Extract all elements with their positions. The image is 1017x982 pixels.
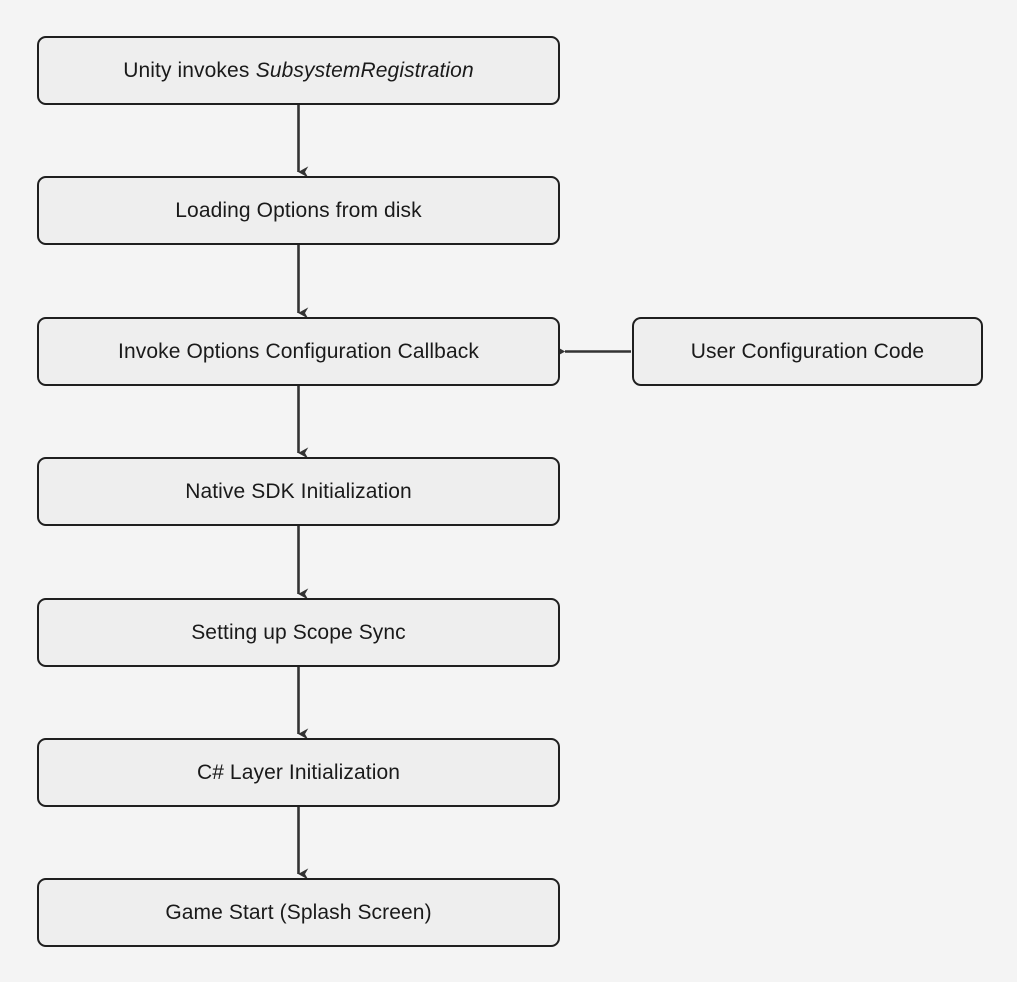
node-user-configuration-code[interactable]: User Configuration Code [632,317,983,386]
node-label-gamestart: Game Start (Splash Screen) [165,900,432,924]
node-native-sdk-initialization[interactable]: Native SDK Initialization [37,457,560,526]
node-label-scope: Setting up Scope Sync [191,620,406,644]
node-label-unity-emphasis: SubsystemRegistration [255,58,474,82]
node-game-start-splash-screen[interactable]: Game Start (Splash Screen) [37,878,560,947]
node-setting-up-scope-sync[interactable]: Setting up Scope Sync [37,598,560,667]
node-csharp-layer-initialization[interactable]: C# Layer Initialization [37,738,560,807]
node-unity-invokes-subsystemregistration[interactable]: Unity invokes SubsystemRegistration [37,36,560,105]
node-label-unity-prefix: Unity invokes [123,58,250,82]
node-invoke-options-configuration-callback[interactable]: Invoke Options Configuration Callback [37,317,560,386]
node-label-loading: Loading Options from disk [175,198,422,222]
node-label-invoke: Invoke Options Configuration Callback [118,339,479,363]
node-label-csharp: C# Layer Initialization [196,760,401,784]
node-loading-options-from-disk[interactable]: Loading Options from disk [37,176,560,245]
node-label-native: Native SDK Initialization [185,479,412,503]
node-label-userconfig: User Configuration Code [690,339,925,363]
